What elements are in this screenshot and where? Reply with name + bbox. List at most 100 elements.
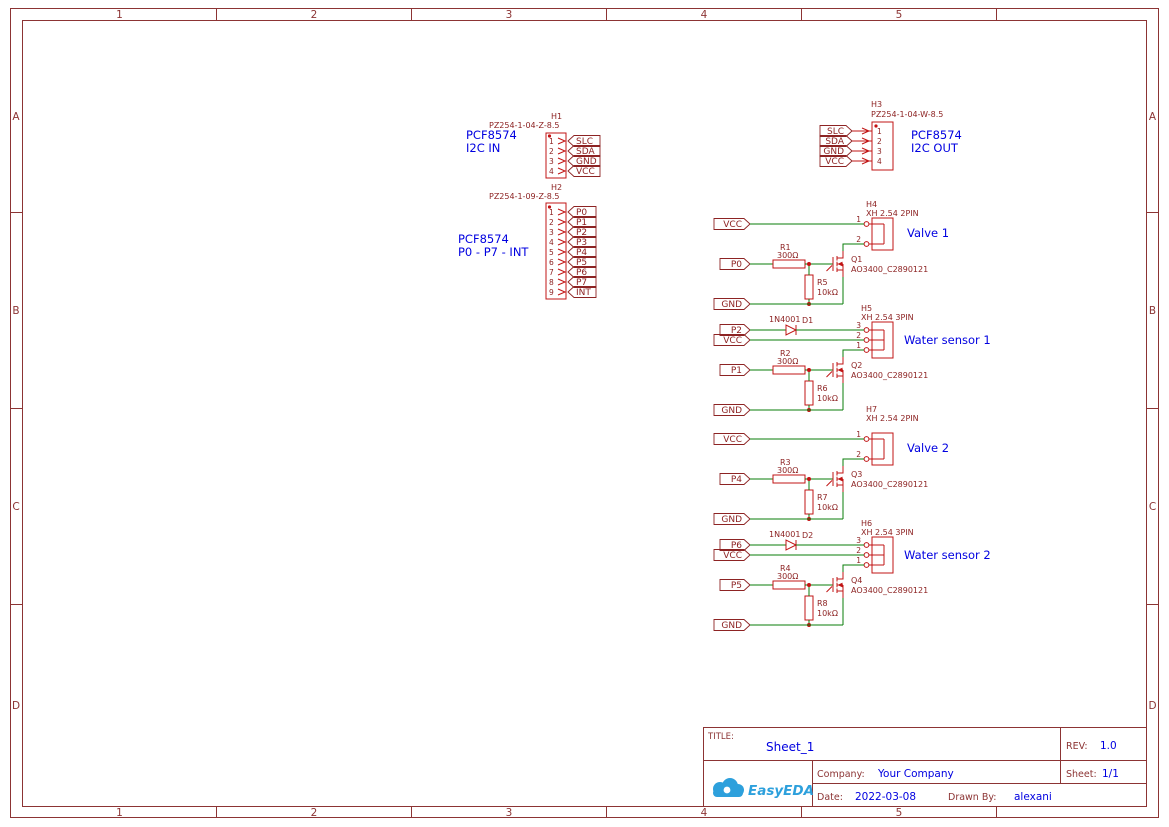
net-flag-p6[interactable]: P6 <box>719 539 751 552</box>
pin-number: 1 <box>856 215 861 224</box>
net-flag-gnd[interactable]: GND <box>819 145 853 158</box>
net-flag-p0[interactable]: P0 <box>567 206 597 219</box>
net-flag-p2[interactable]: P2 <box>719 324 751 337</box>
net-flag-sda[interactable]: SDA <box>819 135 853 148</box>
annotation-water-sensor-1[interactable]: Water sensor 1 <box>904 333 991 347</box>
net-flag-gnd[interactable]: GND <box>713 513 751 526</box>
net-flag-shape <box>719 364 751 376</box>
resistor-r6[interactable]: R6 10kΩ <box>804 380 838 406</box>
net-flag-p7[interactable]: P7 <box>567 276 597 289</box>
resistor-r7[interactable]: R7 10kΩ <box>804 489 838 515</box>
sheet-title[interactable]: Sheet_1 <box>766 740 814 754</box>
annotation-pcf8574-ports-2[interactable]: P0 - P7 - INT <box>458 245 529 259</box>
net-label: P7 <box>576 278 587 288</box>
net-flag-sda[interactable]: SDA <box>567 145 601 158</box>
net-flag-p0[interactable]: P0 <box>719 258 751 271</box>
net-flag-int[interactable]: INT <box>567 286 597 299</box>
wire[interactable] <box>842 564 864 572</box>
sheet-number[interactable]: 1/1 <box>1102 768 1119 780</box>
resistor-r8[interactable]: R8 10kΩ <box>804 595 838 621</box>
annotation-water-sensor-2[interactable]: Water sensor 2 <box>904 548 991 562</box>
connector-body <box>871 217 894 251</box>
wire[interactable] <box>842 349 864 357</box>
wire[interactable] <box>842 458 864 466</box>
net-flag-shape <box>713 334 751 346</box>
resistor-body <box>804 380 814 406</box>
net-flag-p2[interactable]: P2 <box>567 226 597 239</box>
net-flag-p5[interactable]: P5 <box>567 256 597 269</box>
net-flag-shape <box>567 206 597 218</box>
title-block[interactable]: TITLE: Sheet_1 REV: 1.0 Company: Your Co… <box>703 727 1147 807</box>
channel-water-sensor-2: H6 XH 2.54 3PIN 3 2 1 Water sensor 2 P6 … <box>713 519 991 632</box>
connector-h2[interactable]: H2 PZ254-1-09-Z-8.5 1 2 3 4 5 6 7 8 9 <box>489 183 567 300</box>
net-flag-gnd[interactable]: GND <box>713 404 751 417</box>
net-flag-shape <box>713 513 751 525</box>
net-flag-vcc[interactable]: VCC <box>713 334 751 347</box>
connector-h1[interactable]: H1 PZ254-1-04-Z-8.5 1 2 3 4 <box>489 112 567 179</box>
mosfet-q1[interactable]: Q1 AO3400_C2890121 <box>826 251 929 277</box>
annotation-pcf8574-i2c-in-1[interactable]: PCF8574 <box>466 128 517 142</box>
resistor-r5[interactable]: R5 10kΩ <box>804 274 838 300</box>
annotation-pcf8574-i2c-out-1[interactable]: PCF8574 <box>911 128 962 142</box>
date-value[interactable]: 2022-03-08 <box>855 791 916 803</box>
net-label: GND <box>721 406 742 416</box>
net-flag-p1[interactable]: P1 <box>567 216 597 229</box>
resistor-r2[interactable]: R2 300Ω <box>772 349 806 375</box>
pin-circle <box>863 337 870 343</box>
net-flag-shape <box>819 145 853 157</box>
net-label: VCC <box>576 167 595 177</box>
annotation-pcf8574-i2c-in-2[interactable]: I2C IN <box>466 141 500 155</box>
net-flag-vcc[interactable]: VCC <box>819 155 853 168</box>
wire[interactable] <box>842 243 864 251</box>
net-label: P5 <box>576 258 587 268</box>
net-flag-p4[interactable]: P4 <box>719 473 751 486</box>
net-flag-vcc[interactable]: VCC <box>713 218 751 231</box>
resistor-r3[interactable]: R3 300Ω <box>772 458 806 484</box>
net-flag-p4[interactable]: P4 <box>567 246 597 259</box>
mosfet-q4[interactable]: Q4 AO3400_C2890121 <box>826 572 929 598</box>
net-flag-gnd[interactable]: GND <box>567 155 601 168</box>
connector-h4[interactable]: H4 XH 2.54 2PIN 1 2 <box>856 200 919 251</box>
connector-body <box>545 132 567 179</box>
component-ref: Q4 <box>851 576 862 585</box>
annotation-pcf8574-i2c-out-2[interactable]: I2C OUT <box>911 141 959 155</box>
net-flag-gnd[interactable]: GND <box>713 619 751 632</box>
frame-col-label: 2 <box>311 9 318 21</box>
net-flag-vcc[interactable]: VCC <box>713 433 751 446</box>
resistor-r4[interactable]: R4 300Ω <box>772 564 806 590</box>
pin-number: 4 <box>549 238 554 247</box>
connector-h6[interactable]: H6 XH 2.54 3PIN 3 2 1 <box>856 519 914 574</box>
annotation-pcf8574-ports-1[interactable]: PCF8574 <box>458 232 509 246</box>
frame-outer-border <box>10 8 1159 818</box>
component-ref: H4 <box>866 200 877 209</box>
net-flag-p5[interactable]: P5 <box>719 579 751 592</box>
mosfet-q3[interactable]: Q3 AO3400_C2890121 <box>826 466 929 492</box>
net-flag-p6[interactable]: P6 <box>567 266 597 279</box>
annotation-valve-2[interactable]: Valve 2 <box>907 441 949 455</box>
mosfet-q2[interactable]: Q2 AO3400_C2890121 <box>826 357 929 383</box>
net-flag-gnd[interactable]: GND <box>713 298 751 311</box>
drawn-by-value[interactable]: alexani <box>1014 791 1052 803</box>
connector-h7[interactable]: H7 XH 2.54 2PIN 1 2 <box>856 405 919 466</box>
net-flag-slc[interactable]: SLC <box>819 125 853 138</box>
net-flag-p1[interactable]: P1 <box>719 364 751 377</box>
pin-arrow-icon <box>557 157 567 165</box>
component-value: 10kΩ <box>817 394 838 403</box>
net-flag-vcc[interactable]: VCC <box>567 165 601 178</box>
diode-d2[interactable]: 1N4001 D2 <box>769 530 813 551</box>
rev-value[interactable]: 1.0 <box>1100 740 1117 752</box>
net-flag-shape <box>567 145 601 157</box>
diode-d1[interactable]: 1N4001 D1 <box>769 315 813 336</box>
net-flag-vcc[interactable]: VCC <box>713 549 751 562</box>
resistor-r1[interactable]: R1 300Ω <box>772 243 806 269</box>
junction-dot <box>807 368 811 372</box>
company-value[interactable]: Your Company <box>877 768 954 780</box>
net-label: SDA <box>825 137 844 147</box>
net-flag-p3[interactable]: P3 <box>567 236 597 249</box>
connector-h5[interactable]: H5 XH 2.54 3PIN 3 2 1 <box>856 304 914 359</box>
annotation-valve-1[interactable]: Valve 1 <box>907 226 949 240</box>
net-flag-slc[interactable]: SLC <box>567 135 601 148</box>
connector-h3[interactable]: H3 PZ254-1-04-W-8.5 1 2 3 4 <box>852 100 943 171</box>
component-part: 1N4001 <box>769 315 800 324</box>
